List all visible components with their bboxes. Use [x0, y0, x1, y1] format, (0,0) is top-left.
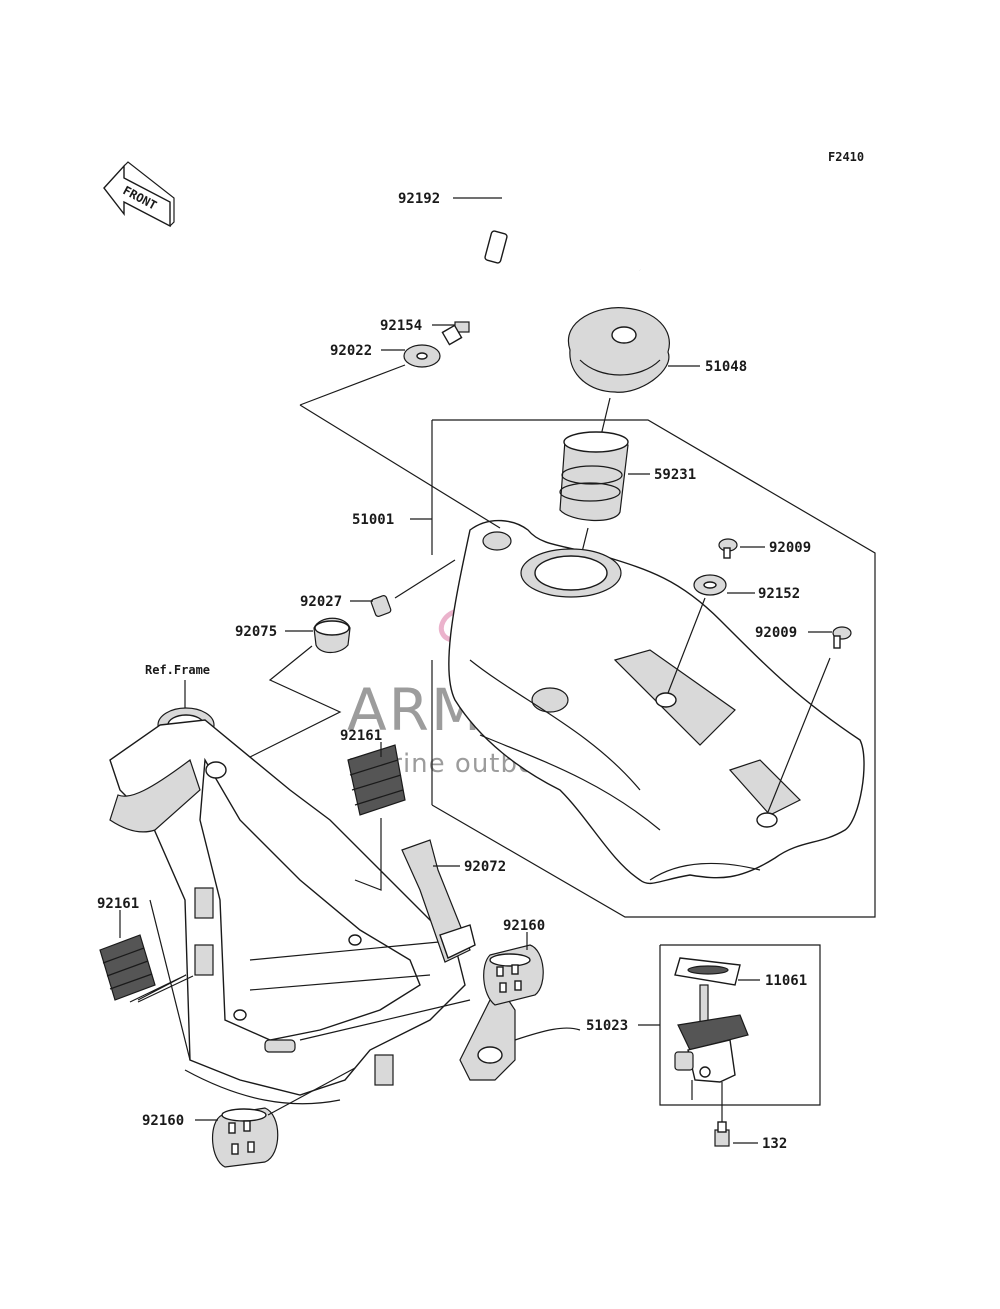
rubber-92160-right	[483, 944, 544, 1006]
fuel-valve-51023	[674, 984, 749, 1100]
label-92152: 92152	[758, 586, 800, 602]
gasket-11061	[674, 957, 741, 986]
bolt-92154	[441, 321, 470, 346]
label-92009-right: 92009	[755, 625, 797, 641]
tank-band-92072	[401, 839, 476, 963]
bolt-132	[714, 1121, 730, 1147]
damper-92075	[313, 617, 351, 654]
label-51001: 51001	[352, 512, 394, 528]
rubber-92161-upper	[347, 744, 406, 816]
label-92075: 92075	[235, 624, 277, 640]
rubber-92161-lower	[99, 934, 156, 1001]
collar-92027	[370, 595, 392, 617]
breather-hose	[484, 187, 642, 271]
diagram-code: F2410	[828, 150, 864, 164]
label-92027: 92027	[300, 594, 342, 610]
label-92160-right: 92160	[503, 918, 545, 934]
label-132: 132	[762, 1136, 787, 1152]
ref-frame-label: Ref.Frame	[145, 663, 210, 677]
motorcycle-frame	[109, 707, 581, 1105]
filler-neck	[559, 431, 629, 522]
screw-92009-right	[832, 626, 852, 649]
label-92154: 92154	[380, 318, 422, 334]
front-arrow-icon: FRONT	[103, 161, 175, 228]
label-92009-top: 92009	[769, 540, 811, 556]
label-92160-lower: 92160	[142, 1113, 184, 1129]
label-59231: 59231	[654, 467, 696, 483]
fuel-cap	[567, 307, 670, 393]
rubber-92160-lower	[211, 1107, 279, 1168]
screw-92009-top	[718, 538, 738, 559]
label-11061: 11061	[765, 973, 807, 989]
washer-92022	[403, 344, 441, 368]
label-51023: 51023	[586, 1018, 628, 1034]
label-92161-lower: 92161	[97, 896, 139, 912]
grommet-92152	[693, 574, 727, 596]
label-51048: 51048	[705, 359, 747, 375]
fuel-tank	[448, 519, 865, 884]
label-92161-upper: 92161	[340, 728, 382, 744]
label-92072: 92072	[464, 859, 506, 875]
label-92192: 92192	[398, 191, 440, 207]
label-92022: 92022	[330, 343, 372, 359]
